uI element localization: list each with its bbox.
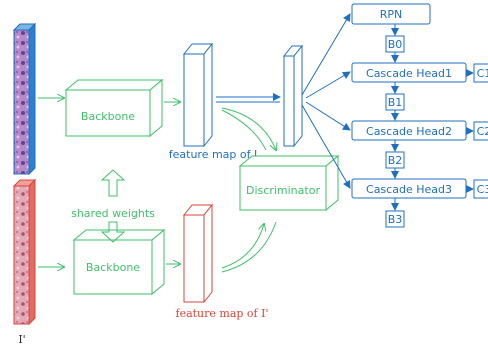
c2-label: C2 [477,125,488,138]
feature-map-bottom [182,203,214,304]
input-label-bottom: I' [18,333,25,345]
feature-map-top [182,42,214,148]
shared-weights-label: shared weights [71,207,155,220]
backbone-box-bottom [72,228,166,296]
feature-map-label-bottom: feature map of I' [176,307,269,320]
b3-box [385,210,405,228]
cascade-head1-label: Cascade Head1 [366,67,452,80]
b1-label: B1 [388,96,403,109]
arrow-neck-to-head1 [305,71,351,99]
c1-label: C1 [477,67,488,80]
b0-label: B0 [388,38,403,51]
curved-arrow-bottom-to-discriminator [221,224,264,269]
input-image-bottom [12,178,37,326]
arrow-neck-to-rpn [301,13,351,96]
input-image-top [12,22,37,176]
discriminator-box [238,154,340,212]
b3-label: B3 [388,213,403,226]
backbone-label-top: Backbone [81,110,135,123]
shared-weights-arrow-up [100,169,126,197]
curved-arrow-bottom-to-discriminator-outer [221,221,277,273]
c3-box [473,179,488,199]
shared-weights-arrow-down [100,221,126,243]
curved-arrow-top-to-discriminator-inner [221,109,267,151]
arrow-neck-to-head2 [305,101,351,131]
feature-map-label-top: feature map of I [169,148,258,161]
backbone-label-bottom: Backbone [86,261,140,274]
c3-label: C3 [477,183,488,196]
discriminator-label: Discriminator [246,184,320,197]
arrow-neck-to-head3 [301,104,351,189]
rpn-label: RPN [380,8,403,21]
curved-arrow-top-to-discriminator [221,107,276,150]
backbone-box-top [64,78,164,138]
rpn-box [351,3,431,25]
cascade-head3-label: Cascade Head3 [366,183,452,196]
neck-feature-block [282,44,304,148]
c1-box [473,63,488,83]
c2-box [473,121,488,141]
cascade-head2-label: Cascade Head2 [366,125,452,138]
b2-label: B2 [388,154,403,167]
